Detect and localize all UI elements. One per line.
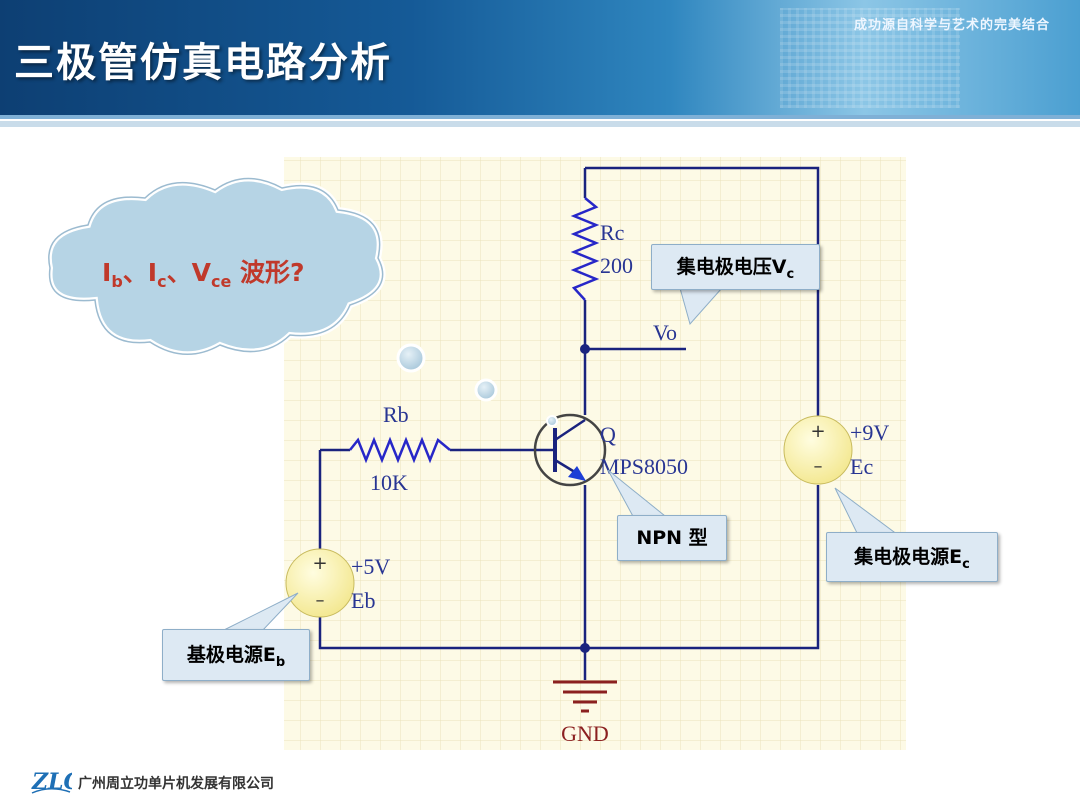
callout-collector-supply: 集电极电源Ec <box>826 532 998 582</box>
callout-npn-type: NPN 型 <box>617 515 727 561</box>
cloud-bubble <box>45 175 558 427</box>
rc-value-label: 200 <box>600 253 633 278</box>
callout-collector-voltage: 集电极电压Vc <box>651 244 820 290</box>
source-eb: + – <box>285 548 355 618</box>
header-divider <box>0 115 1080 119</box>
header-divider-light <box>0 121 1080 127</box>
header-slogan: 成功源自科学与艺术的完美结合 <box>853 18 1050 33</box>
ec-plus: + <box>810 421 825 442</box>
ec-voltage-label: +9V <box>850 420 889 445</box>
rc-name-label: Rc <box>600 220 625 245</box>
transistor-q <box>533 413 607 487</box>
vo-label: Vo <box>653 320 677 345</box>
ground-symbol <box>553 680 617 713</box>
ec-name-label: Ec <box>850 454 873 479</box>
eb-voltage-label: +5V <box>351 554 390 579</box>
junction-dot-gnd <box>580 643 590 653</box>
cloud-question: Ib、Ic、Vce 波形? <box>102 258 305 291</box>
header-decoration <box>780 8 960 108</box>
q-name-label: Q <box>600 422 616 447</box>
rb-value-label: 10K <box>370 470 408 495</box>
company-logo: ZLG <box>31 769 72 795</box>
junction-dot-vo <box>580 344 590 354</box>
gnd-label: GND <box>561 721 609 746</box>
wire-top-right <box>585 166 820 418</box>
wire-bottom-loop <box>318 485 820 650</box>
eb-name-label: Eb <box>351 588 375 613</box>
rb-name-label: Rb <box>383 402 409 427</box>
ec-minus: – <box>814 456 823 477</box>
slide-title: 三极管仿真电路分析 <box>14 40 392 86</box>
resistor-rc <box>570 197 600 301</box>
company-name: 广州周立功单片机发展有限公司 <box>78 776 274 792</box>
resistor-rb <box>349 436 451 464</box>
eb-minus: – <box>316 590 325 611</box>
callout-base-supply: 基极电源Eb <box>162 629 310 681</box>
slide-header: 三极管仿真电路分析 成功源自科学与艺术的完美结合 <box>0 0 1080 115</box>
wires <box>318 166 820 680</box>
eb-plus: + <box>312 553 327 574</box>
source-ec: + – <box>783 415 853 485</box>
